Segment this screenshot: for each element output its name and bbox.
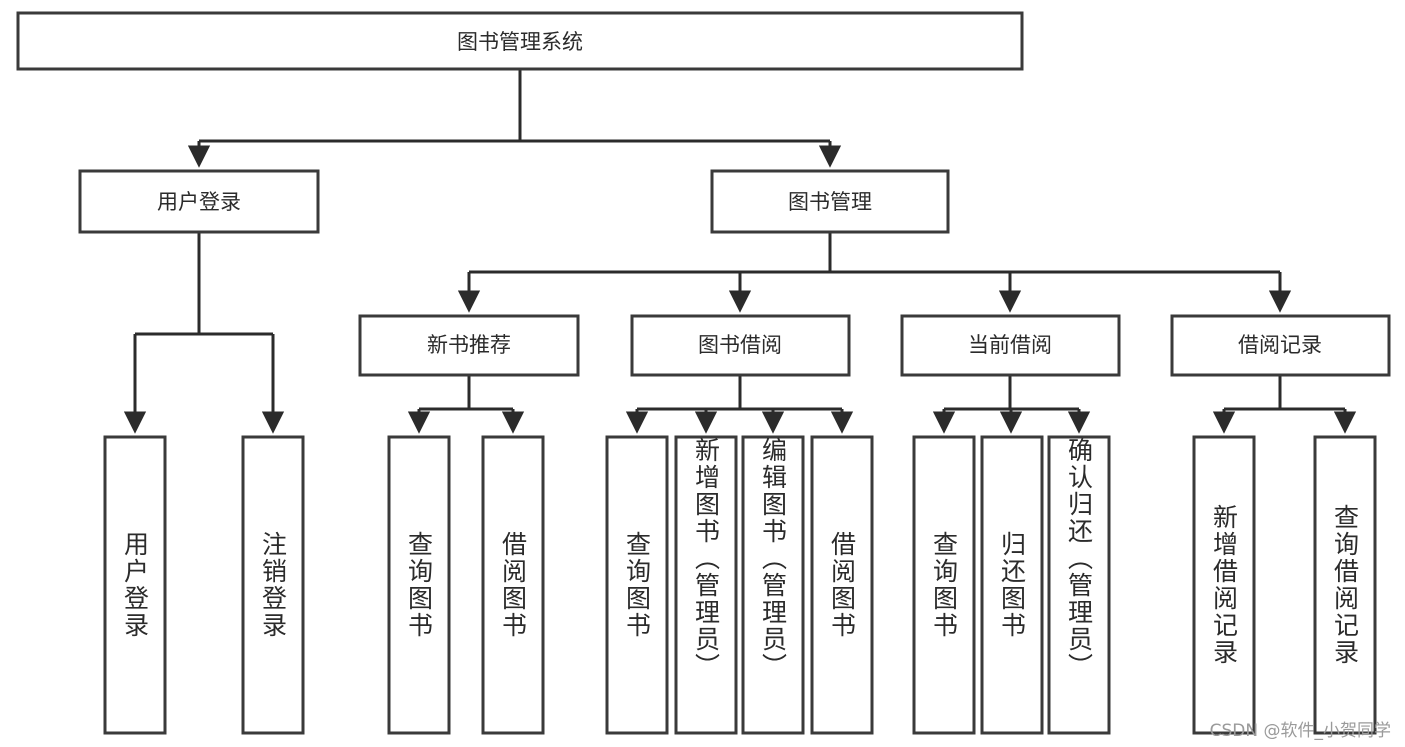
node-leaf-user-login[interactable] [103, 435, 167, 735]
node-leaf-return-book[interactable] [980, 435, 1044, 735]
node-leaf-query-record[interactable] [1313, 435, 1377, 735]
connector-userlogin-to-leaves [123, 233, 285, 434]
node-leaf-query-book-1[interactable] [387, 435, 451, 735]
node-current-borrow-label: 当前借阅 [968, 333, 1052, 357]
node-book-management[interactable]: 图书管理 [710, 169, 950, 234]
node-new-book-recommend-label: 新书推荐 [427, 333, 511, 357]
node-book-borrow-label: 图书借阅 [698, 333, 782, 357]
connector-bookborrow-to-leaves [625, 375, 854, 434]
node-book-borrow[interactable]: 图书借阅 [630, 314, 851, 377]
node-current-borrow[interactable]: 当前借阅 [900, 314, 1121, 377]
node-leaf-edit-book[interactable] [741, 435, 805, 735]
node-leaf-confirm-return[interactable] [1047, 435, 1111, 735]
node-leaf-add-record[interactable] [1192, 435, 1256, 735]
node-leaf-borrow-book-1[interactable] [481, 435, 545, 735]
node-root-label: 图书管理系统 [457, 30, 583, 54]
node-leaf-query-book-3[interactable] [912, 435, 976, 735]
node-borrow-record-label: 借阅记录 [1238, 333, 1322, 357]
node-book-management-label: 图书管理 [788, 190, 872, 214]
node-leaf-query-book-2[interactable] [605, 435, 669, 735]
node-borrow-record[interactable]: 借阅记录 [1170, 314, 1391, 377]
node-leaf-user-logout[interactable] [241, 435, 305, 735]
node-user-login-label: 用户登录 [157, 190, 241, 214]
node-root[interactable]: 图书管理系统 [16, 11, 1024, 71]
node-leaf-add-book[interactable] [674, 435, 738, 735]
connector-borrowrecord-to-leaves [1212, 375, 1357, 434]
node-new-book-recommend[interactable]: 新书推荐 [358, 314, 580, 377]
connector-newbook-to-leaves [407, 375, 525, 434]
connector-currentborrow-to-leaves [932, 375, 1091, 434]
node-user-login[interactable]: 用户登录 [78, 169, 320, 234]
node-leaf-borrow-book-2[interactable] [810, 435, 874, 735]
connector-root-to-level1 [187, 69, 842, 168]
connector-bookmgmt-to-level2 [457, 233, 1292, 313]
